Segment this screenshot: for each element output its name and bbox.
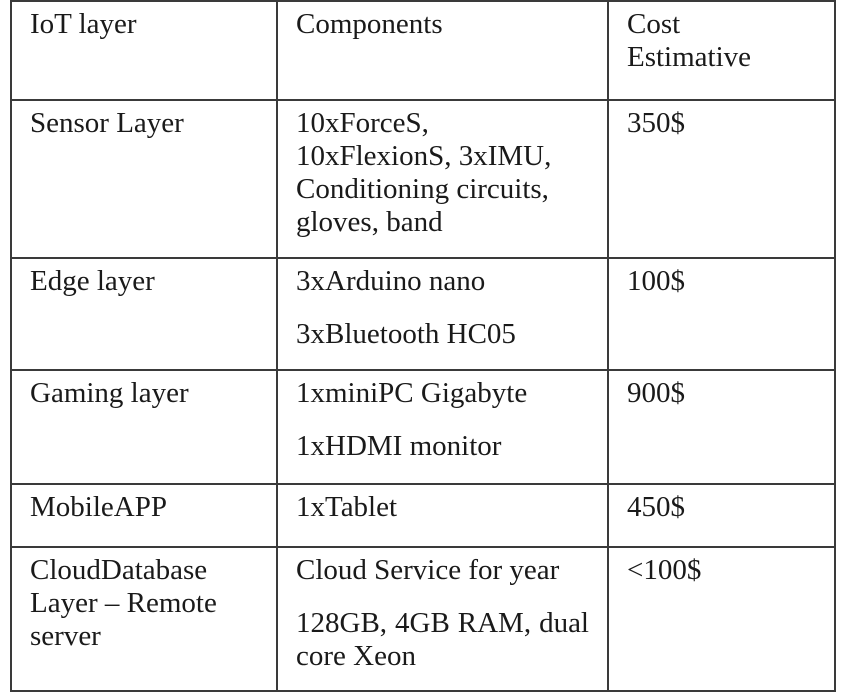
table-row: CloudDatabase Layer – Remote server Clou… — [10, 546, 836, 692]
cell-cost: 100$ — [607, 257, 836, 371]
layer-name: Gaming layer — [30, 377, 189, 409]
cell-components: Cloud Service for year 128GB, 4GB RAM, d… — [276, 546, 609, 692]
components-text: 1xTablet — [296, 491, 398, 523]
cell-cost: 900$ — [607, 369, 836, 485]
cell-cost: 450$ — [607, 483, 836, 548]
cost-value: 900$ — [627, 377, 685, 409]
cell-cost: <100$ — [607, 546, 836, 692]
cell-components: 1xminiPC Gigabyte 1xHDMI monitor — [276, 369, 609, 485]
table-row: Edge layer 3xArduino nano 3xBluetooth HC… — [10, 257, 836, 371]
header-cost-line2: Estimative — [627, 41, 752, 73]
cell-components: 1xTablet — [276, 483, 609, 548]
components-item: 1xminiPC Gigabyte — [296, 377, 528, 409]
header-iot-layer-text: IoT layer — [30, 8, 137, 40]
cell-layer: CloudDatabase Layer – Remote server — [10, 546, 278, 692]
table-row: Sensor Layer 10xForceS, 10xFlexionS, 3xI… — [10, 99, 836, 259]
layer-name: Sensor Layer — [30, 107, 184, 139]
iot-cost-table: IoT layer Components Cost Estimative Sen… — [10, 0, 836, 692]
layer-name: MobileAPP — [30, 491, 167, 523]
components-text: 10xForceS, 10xFlexionS, 3xIMU, Condition… — [296, 107, 552, 238]
cell-cost: 350$ — [607, 99, 836, 259]
layer-name: Edge layer — [30, 265, 155, 297]
cost-value: 450$ — [627, 491, 685, 523]
cost-value: <100$ — [627, 554, 702, 586]
header-cost-estimative: Cost Estimative — [607, 0, 836, 101]
table-row: MobileAPP 1xTablet 450$ — [10, 483, 836, 548]
components-item: Cloud Service for year — [296, 554, 560, 586]
cell-layer: Gaming layer — [10, 369, 278, 485]
components-item: 3xBluetooth HC05 — [296, 318, 516, 350]
cell-layer: Edge layer — [10, 257, 278, 371]
header-iot-layer: IoT layer — [10, 0, 278, 101]
components-item: 128GB, 4GB RAM, dual core Xeon — [296, 607, 589, 672]
header-components: Components — [276, 0, 609, 101]
layer-name: CloudDatabase Layer – Remote server — [30, 554, 217, 652]
cell-components: 3xArduino nano 3xBluetooth HC05 — [276, 257, 609, 371]
table-row: Gaming layer 1xminiPC Gigabyte 1xHDMI mo… — [10, 369, 836, 485]
components-item: 1xHDMI monitor — [296, 430, 502, 462]
header-cost-line1: Cost — [627, 8, 681, 40]
header-components-text: Components — [296, 8, 443, 40]
cost-value: 100$ — [627, 265, 685, 297]
cell-components: 10xForceS, 10xFlexionS, 3xIMU, Condition… — [276, 99, 609, 259]
cell-layer: Sensor Layer — [10, 99, 278, 259]
cost-value: 350$ — [627, 107, 685, 139]
table-header-row: IoT layer Components Cost Estimative — [10, 0, 836, 101]
cell-layer: MobileAPP — [10, 483, 278, 548]
components-item: 3xArduino nano — [296, 265, 486, 297]
